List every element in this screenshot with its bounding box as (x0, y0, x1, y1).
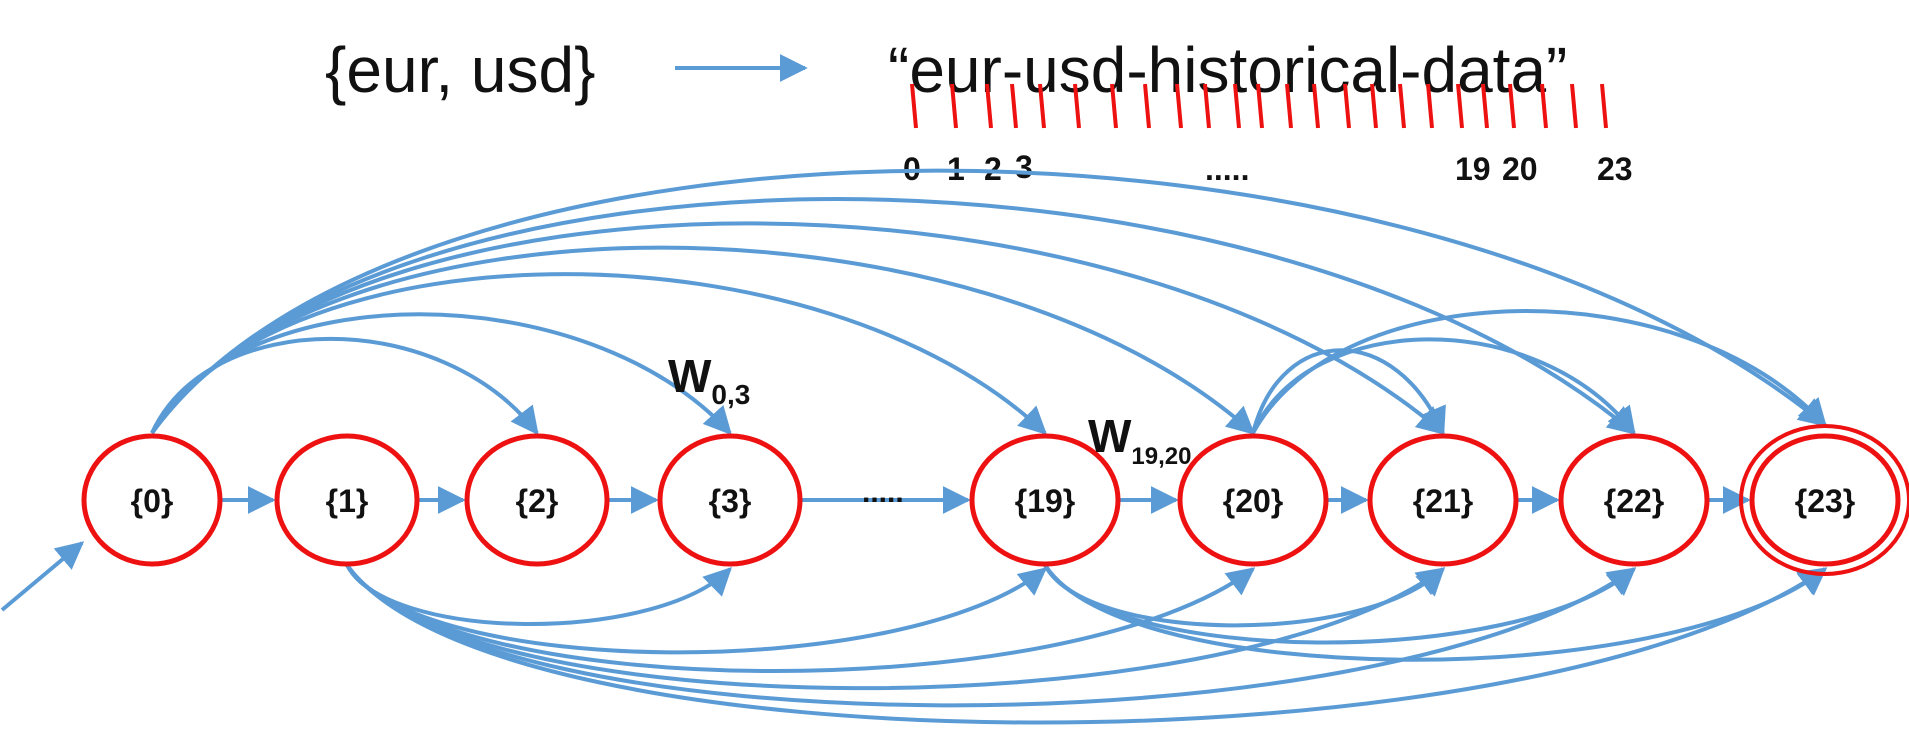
weight-label-19-20: W19,20 (1088, 410, 1191, 470)
edge-0-2 (150, 337, 539, 436)
position-tick (1038, 83, 1046, 129)
state-19: {19} (969, 433, 1121, 567)
state-label: {21} (1413, 483, 1474, 519)
position-tick (1285, 83, 1293, 129)
position-tick (1256, 83, 1264, 129)
state-2: {2} (464, 433, 610, 567)
weight-label-0-3: W0,3 (668, 350, 750, 410)
state-label: {23} (1795, 483, 1856, 519)
position-tick (910, 83, 918, 129)
state-23: {23} (1739, 424, 1909, 576)
state-3: {3} (657, 433, 803, 567)
tick-label-23: 23 (1597, 151, 1633, 187)
edge-0-19 (150, 272, 1048, 435)
states: {0} {1} {2} {3} {19} {20} {21} {22} {23} (81, 424, 1909, 576)
position-tick (1481, 83, 1489, 129)
state-circle (1749, 433, 1901, 567)
position-tick (1600, 83, 1608, 129)
position-tick (1398, 83, 1406, 129)
position-tick (1110, 83, 1118, 129)
position-tick (950, 83, 958, 129)
tick-labels: 0 1 2 3 ..... 19 20 23 (903, 149, 1633, 187)
edge-19-22 (1043, 563, 1637, 645)
state-22: {22} (1558, 433, 1710, 567)
position-tick (1540, 83, 1548, 129)
position-tick (1370, 83, 1378, 129)
state-0: {0} (81, 433, 223, 567)
position-tick (1073, 83, 1081, 129)
edge-1-21 (345, 563, 1446, 691)
position-ticks (910, 83, 1608, 129)
tick-label-3: 3 (1015, 149, 1033, 185)
position-tick (1426, 83, 1434, 129)
state-circle (1177, 433, 1329, 567)
position-tick (1233, 83, 1241, 129)
edge-0-22 (150, 197, 1637, 435)
states-ellipsis: ..... (862, 476, 904, 509)
tick-label-2: 2 (984, 151, 1002, 187)
state-label: {3} (709, 483, 752, 519)
position-tick (1175, 83, 1183, 129)
position-tick (1203, 83, 1211, 129)
state-circle (657, 433, 803, 567)
edge-1-23 (345, 563, 1828, 725)
state-circle (969, 433, 1121, 567)
position-tick (1343, 83, 1351, 129)
state-label: {22} (1604, 483, 1665, 519)
state-circle (274, 433, 420, 567)
state-label: {20} (1223, 483, 1284, 519)
state-label: {19} (1015, 483, 1076, 519)
position-tick (1570, 83, 1578, 129)
edge-1-22 (345, 563, 1637, 708)
edge-0-3 (150, 312, 732, 436)
tick-label-20: 20 (1502, 151, 1538, 187)
state-circle (81, 433, 223, 567)
edge-0-23 (150, 168, 1828, 435)
position-tick (985, 83, 993, 129)
target-string-text: “eur-usd-historical-data” (888, 34, 1567, 106)
state-1: {1} (274, 433, 420, 567)
tick-label-19: 19 (1455, 151, 1491, 187)
state-circle (464, 433, 610, 567)
position-tick (1010, 83, 1018, 129)
accepting-outer-ring (1739, 424, 1909, 576)
edge-19-23 (1043, 563, 1828, 662)
tick-label-ellipsis: ..... (1205, 151, 1249, 187)
alphabet-set-text: {eur, usd} (325, 34, 595, 106)
transition-edges (150, 168, 1828, 725)
state-label: {1} (326, 483, 369, 519)
edge-20-22 (1251, 337, 1636, 436)
position-tick (1456, 83, 1464, 129)
position-tick (1508, 83, 1516, 129)
start-arrow (0, 541, 85, 612)
state-20: {20} (1177, 433, 1329, 567)
state-21: {21} (1367, 433, 1519, 567)
state-circle (1367, 433, 1519, 567)
state-label: {0} (131, 483, 174, 519)
edge-20-23 (1251, 309, 1827, 434)
state-circle (1558, 433, 1710, 567)
position-tick (1312, 83, 1320, 129)
position-tick (1143, 83, 1151, 129)
state-label: {2} (516, 483, 559, 519)
